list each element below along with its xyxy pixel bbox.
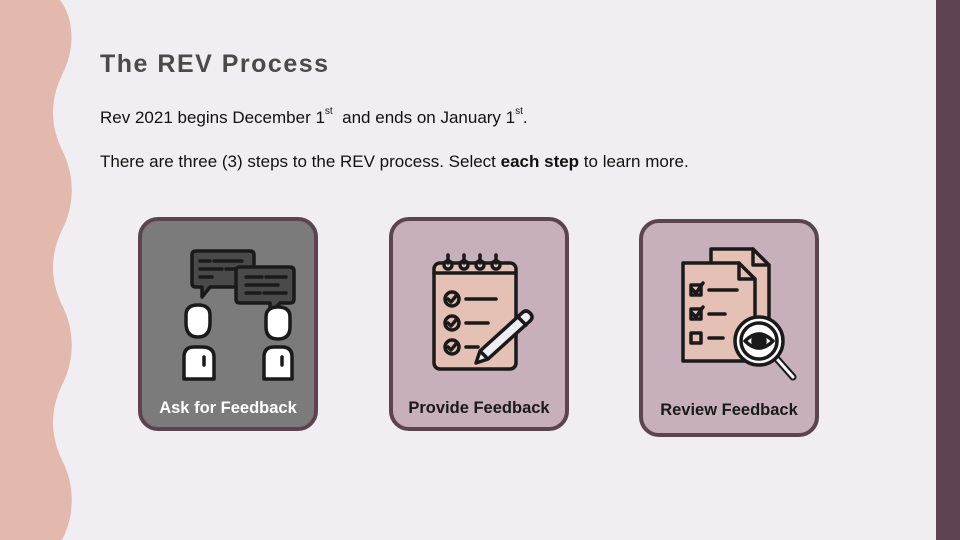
decorative-wave-strip: [0, 0, 72, 540]
dates-text-part2: and ends on January 1: [332, 108, 516, 127]
instruction-text-bold: each step: [500, 152, 580, 171]
ask-for-feedback-label: Ask for Feedback: [159, 399, 297, 417]
provide-feedback-label: Provide Feedback: [408, 399, 550, 417]
slide-title: The REV Process: [100, 50, 330, 78]
dates-text-sup1: st: [324, 106, 333, 118]
instruction-text-before: There are three (3) steps to the REV pro…: [100, 152, 501, 171]
checklist-notepad-pencil-icon: [432, 253, 534, 371]
dates-text-sup2: st: [515, 106, 523, 118]
instruction-text: There are three (3) steps to the REV pro…: [100, 152, 689, 172]
ask-for-feedback-button[interactable]: Ask for Feedback: [138, 217, 318, 431]
dates-text-part3: .: [522, 108, 528, 127]
document-magnifier-eye-icon: [681, 247, 797, 381]
review-feedback-button[interactable]: Review Feedback: [639, 219, 819, 437]
conversation-people-icon: [182, 249, 296, 381]
dates-text-part1: Rev 2021 begins December 1: [100, 108, 325, 127]
instruction-text-after: to learn more.: [579, 152, 689, 171]
provide-feedback-button[interactable]: Provide Feedback: [389, 217, 569, 431]
right-accent-bar: [936, 0, 960, 540]
review-feedback-label: Review Feedback: [660, 401, 798, 419]
dates-text: Rev 2021 begins December 1st and ends on…: [100, 106, 528, 128]
